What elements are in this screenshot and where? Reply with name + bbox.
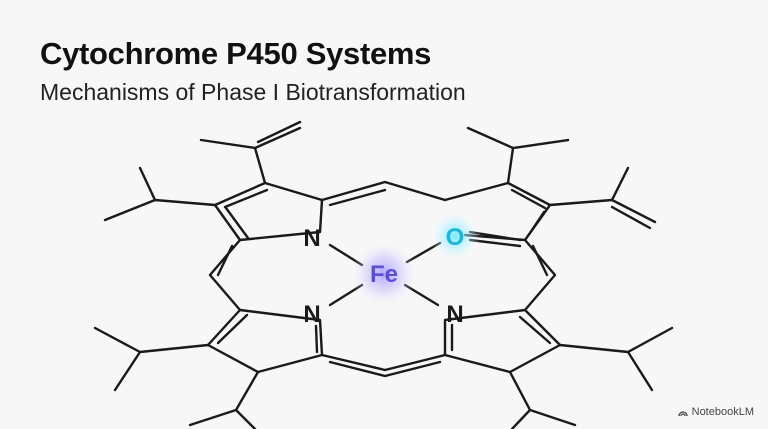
atom-o: O [446,224,465,251]
page-subtitle: Mechanisms of Phase I Biotransformation [40,79,466,105]
notebooklm-logo-icon [677,410,688,416]
atom-n-top-left: N [303,225,320,252]
molecule-bonds [93,120,674,429]
page-title: Cytochrome P450 Systems [40,36,432,71]
atom-n-bottom-right: N [446,301,463,328]
atom-n-bottom-left: N [303,301,320,328]
atom-fe: Fe [370,261,398,288]
oxygen-glow [429,210,481,262]
notebooklm-branding: NotebookLM [677,406,754,418]
iron-glow [350,240,418,308]
branding-label: NotebookLM [691,406,754,418]
